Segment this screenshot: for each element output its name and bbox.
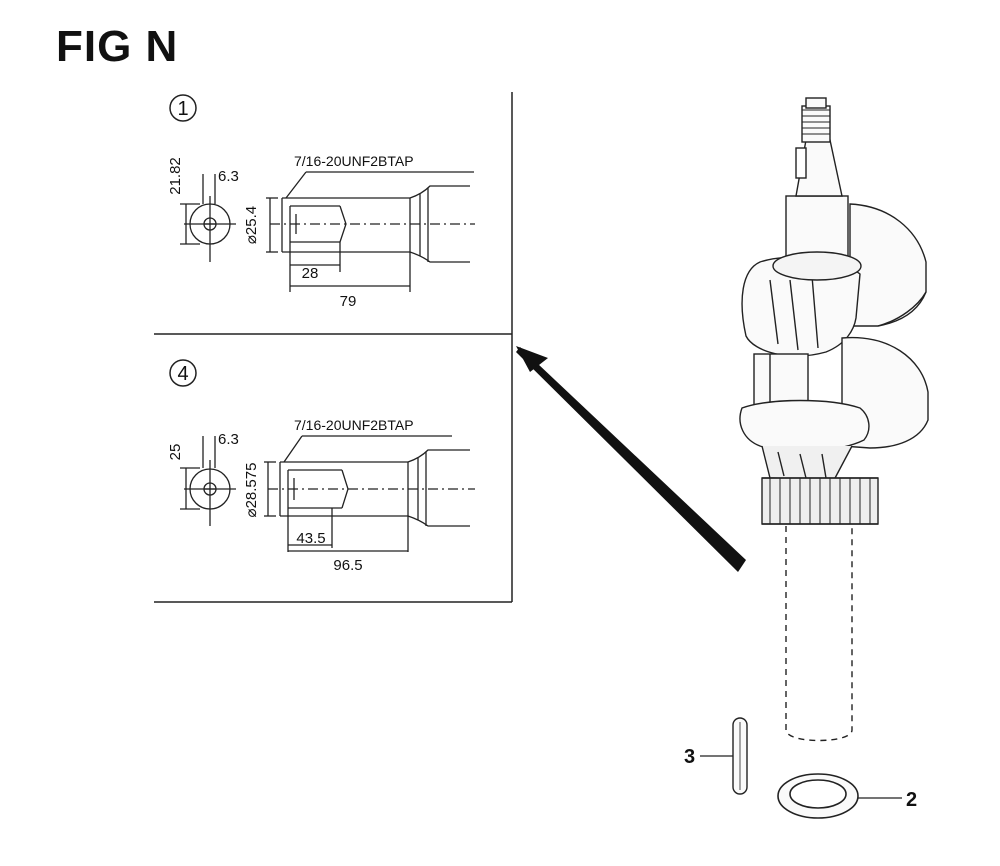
timing-gear <box>761 477 879 525</box>
part-3-callout: 3 <box>684 746 695 768</box>
detail-1: 1 21.82 6.3 <box>167 94 475 310</box>
detail-1-marker-circle <box>169 94 197 122</box>
detail-1-end-view <box>180 174 236 262</box>
detail-1-marker: 1 <box>177 98 188 120</box>
lower-crank-web <box>739 399 870 453</box>
upper-counterweight <box>849 203 927 327</box>
figure-title: FIG N <box>56 22 179 71</box>
detail-4: 4 25 6.3 <box>167 359 475 574</box>
lower-shaft-dashed <box>785 526 853 742</box>
detail-1-shaft-side-view <box>266 171 475 292</box>
crankshaft-illustration <box>739 97 929 742</box>
detail-1-length-dim: 79 <box>340 293 357 310</box>
part-2-callout: 2 <box>906 789 917 811</box>
detail-4-marker: 4 <box>177 363 188 385</box>
part-2-washer <box>777 773 859 819</box>
detail-1-tap-spec: 7/16-20UNF2BTAP <box>294 153 414 169</box>
detail-panel-frame <box>154 92 513 603</box>
detail-4-shaft-side-view <box>264 435 475 552</box>
detail-4-height-dim: 25 <box>167 444 184 461</box>
detail-1-key-width-dim: 6.3 <box>218 168 239 185</box>
detail-4-key-width-dim: 6.3 <box>218 431 239 448</box>
detail-1-tap-depth-dim: 28 <box>302 265 319 282</box>
detail-4-length-dim: 96.5 <box>333 557 362 574</box>
detail-1-height-dim: 21.82 <box>167 157 184 195</box>
detail-4-marker-circle <box>169 359 197 387</box>
detail-4-end-view <box>180 436 236 526</box>
detail-4-diameter-dim: ⌀28.575 <box>243 463 260 518</box>
part-3-key <box>732 717 748 795</box>
detail-1-diameter-dim: ⌀25.4 <box>243 206 260 244</box>
detail-4-tap-spec: 7/16-20UNF2BTAP <box>294 417 414 433</box>
detail-leader-arrow <box>516 346 746 572</box>
detail-4-tap-depth-dim: 43.5 <box>296 530 325 547</box>
